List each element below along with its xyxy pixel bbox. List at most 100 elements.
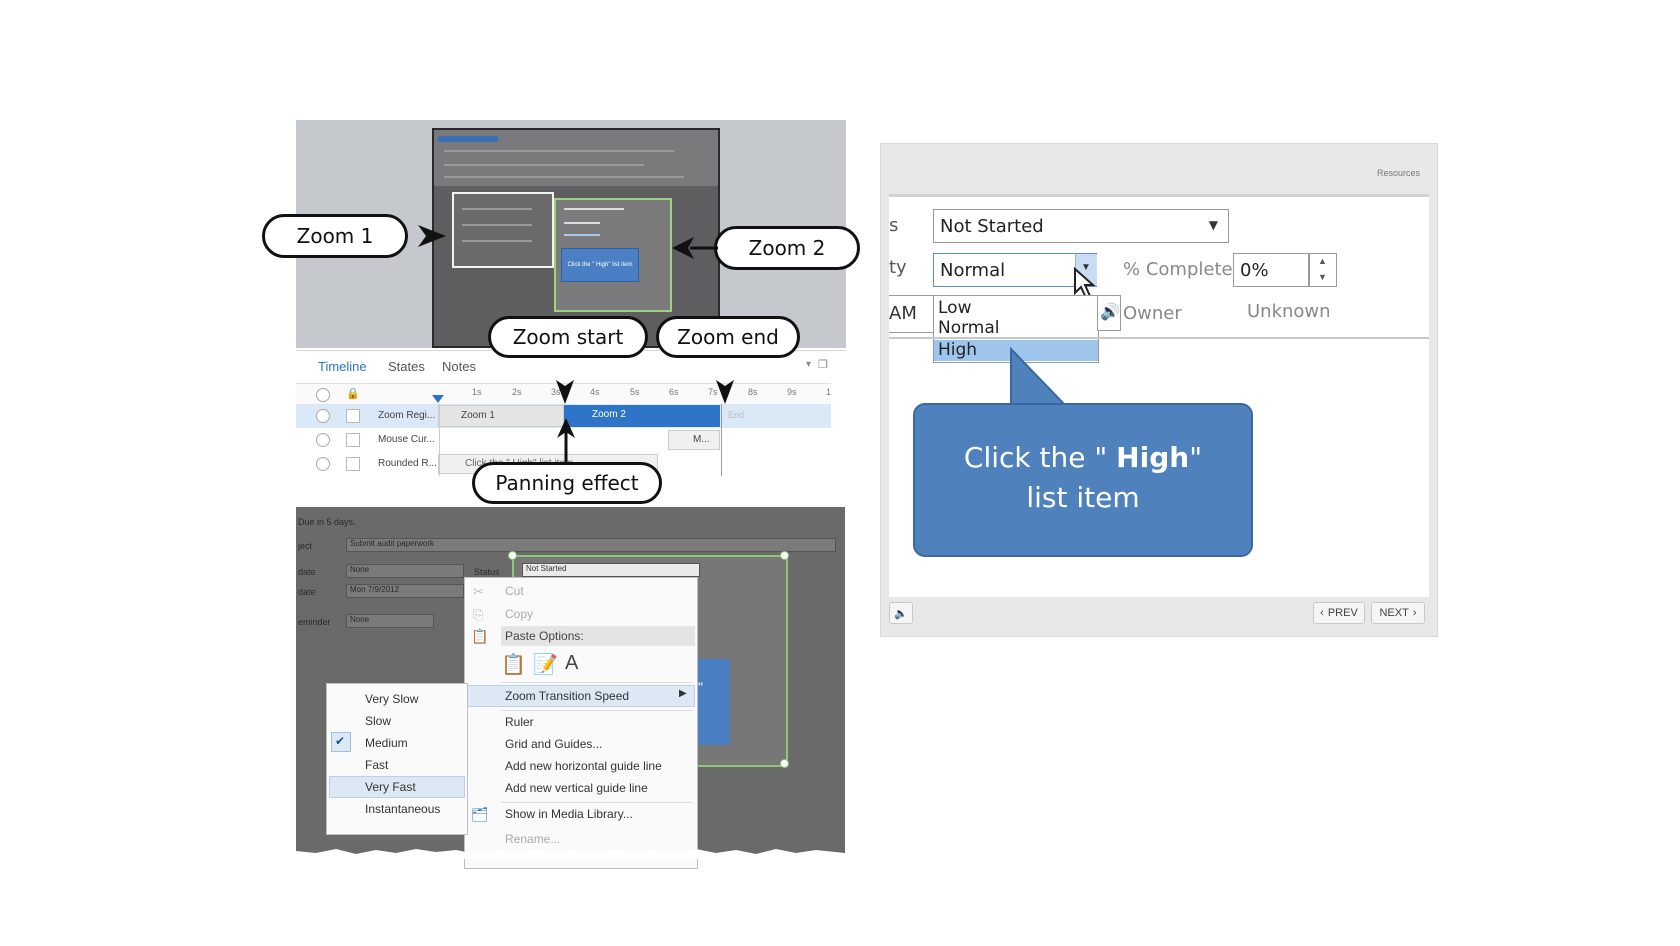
list-item-high[interactable]: High	[938, 340, 978, 360]
status-field[interactable]: Not Started	[522, 563, 700, 577]
subject-field[interactable]: Submit audit paperwork	[346, 538, 836, 552]
eye-icon[interactable]	[316, 388, 330, 402]
start-date-field[interactable]: None	[346, 564, 464, 578]
tab-notes[interactable]: Notes	[442, 359, 476, 374]
zoom-end-line	[721, 404, 722, 476]
priority-dropdown[interactable]: Normal	[933, 253, 1097, 287]
menu-item-grid-guides[interactable]: Grid and Guides...	[505, 737, 603, 751]
eye-icon[interactable]	[316, 457, 330, 471]
speaker-icon: 🔊	[1100, 304, 1120, 321]
mute-button[interactable]: 🔈	[889, 602, 913, 624]
menu-item-add-horizontal-guide[interactable]: Add new horizontal guide line	[505, 759, 662, 773]
tick-label: 7s	[708, 387, 718, 397]
percent-stepper[interactable]: ▲ ▼	[1309, 253, 1337, 287]
check-box-bg	[331, 732, 351, 752]
next-button[interactable]: NEXT ›	[1371, 602, 1425, 624]
speed-fast[interactable]: Fast	[365, 758, 389, 772]
speed-very-fast[interactable]: Very Fast	[365, 780, 416, 794]
status-dropdown[interactable]: Not Started ▼	[933, 209, 1229, 243]
resize-handle[interactable]	[780, 551, 789, 560]
submenu-highlight	[329, 776, 465, 798]
priority-listbox: Low Normal High	[933, 295, 1099, 363]
resize-handle[interactable]	[508, 551, 517, 560]
zoom-1-region[interactable]	[452, 192, 554, 268]
menu-item-copy[interactable]: Copy	[505, 607, 534, 621]
resize-handle[interactable]	[780, 759, 789, 768]
menu-paste-options: Paste Options:	[505, 629, 584, 643]
panning-effect-callout: Panning effect	[472, 462, 662, 504]
speed-instantaneous[interactable]: Instantaneous	[365, 802, 441, 816]
lock-checkbox[interactable]	[346, 457, 360, 471]
mini-ribbon-line	[444, 164, 644, 166]
zoom-1-callout: Zoom 1	[262, 214, 408, 258]
reminder-field[interactable]: None	[346, 614, 434, 628]
menu-item-add-vertical-guide[interactable]: Add new vertical guide line	[505, 781, 648, 795]
list-item-low[interactable]: Low	[938, 298, 972, 318]
speed-very-slow[interactable]: Very Slow	[365, 692, 419, 706]
reminder-sound-button[interactable]: 🔊	[1097, 295, 1121, 331]
menu-item-rename[interactable]: Rename...	[505, 832, 561, 846]
eye-icon[interactable]	[316, 409, 330, 423]
clip-label: M...	[693, 434, 710, 445]
stepper-up-icon[interactable]: ▲	[1318, 256, 1327, 266]
due-date-field[interactable]: Mon 7/9/2012	[346, 584, 464, 598]
mini-field-line	[462, 208, 532, 210]
paste-keep-format-icon[interactable]: 📋	[501, 654, 526, 676]
menu-separator	[501, 802, 693, 803]
status-dropdown-value: Not Started	[940, 215, 1044, 237]
list-item-normal[interactable]: Normal	[938, 318, 1000, 338]
cut-label-am: AM	[889, 303, 917, 324]
tick-label: 5s	[630, 387, 640, 397]
tick-label: 9s	[787, 387, 797, 397]
dropdown-arrow-icon: ▼	[1208, 218, 1218, 232]
tick-label: 2s	[512, 387, 522, 397]
mini-field-line	[564, 208, 624, 210]
dropdown-arrow-icon: ▼	[1081, 262, 1091, 273]
quote-glyph: "	[698, 679, 703, 695]
speed-slow[interactable]: Slow	[365, 714, 392, 728]
lock-checkbox[interactable]	[346, 433, 360, 447]
menu-item-cut[interactable]: Cut	[505, 584, 524, 598]
paste-text-only-icon[interactable]: A	[565, 652, 579, 674]
row-name: Mouse Cur...	[378, 434, 435, 445]
prev-label: PREV	[1327, 607, 1358, 619]
speed-medium[interactable]: Medium	[365, 736, 408, 750]
menu-item-show-media-library[interactable]: Show in Media Library...	[505, 807, 633, 821]
zoom-2-callout: Zoom 2	[714, 226, 860, 270]
lock-icon[interactable]: 🔒	[346, 388, 360, 400]
stepper-down-icon[interactable]: ▼	[1318, 272, 1327, 282]
restore-icon[interactable]: ❐	[818, 359, 828, 371]
menu-item-zoom-transition-speed[interactable]: Zoom Transition Speed	[505, 689, 630, 703]
resources-link[interactable]: Resources	[1377, 168, 1421, 178]
due-date-label: date	[298, 587, 316, 597]
zoom-start-callout: Zoom start	[488, 316, 648, 358]
prev-button[interactable]: ‹ PREV	[1313, 602, 1365, 624]
zoom-1-clip[interactable]: Zoom 1	[438, 405, 564, 427]
callout-line-1: Click the " High"	[915, 441, 1251, 474]
tab-timeline[interactable]: Timeline	[318, 359, 367, 374]
context-menu: ✂ Cut ⎘ Copy 📋 Paste Options: 📋 📝 A Zoom…	[464, 577, 698, 869]
playhead-marker[interactable]	[432, 395, 444, 405]
menu-item-ruler[interactable]: Ruler	[505, 715, 534, 729]
tick-label: 4s	[590, 387, 600, 397]
tab-states[interactable]: States	[388, 359, 425, 374]
mouse-clip[interactable]: M...	[668, 430, 720, 450]
zoom-2-arrow	[672, 237, 718, 259]
speaker-icon: 🔈	[894, 607, 908, 620]
percent-complete-value: 0%	[1240, 259, 1269, 281]
mini-field-line	[462, 240, 532, 242]
slide-area: s Not Started ▼ ty Normal ▼ Low Normal H…	[889, 194, 1429, 597]
percent-complete-input[interactable]: 0%	[1233, 253, 1309, 287]
chevron-down-icon[interactable]: ▾	[806, 359, 812, 370]
paste-merge-icon[interactable]: 📝	[533, 654, 558, 676]
mini-ribbon-line	[444, 150, 674, 152]
tick-label: 6s	[669, 387, 679, 397]
zoom-1-arrow	[418, 225, 446, 247]
lock-checkbox[interactable]	[346, 409, 360, 423]
submenu-arrow-icon: ▶	[679, 688, 687, 699]
zoom-2-clip[interactable]: Zoom 2	[564, 405, 720, 427]
status-label: Status	[474, 567, 500, 577]
eye-icon[interactable]	[316, 433, 330, 447]
timeline-row[interactable]: Mouse Cur... M...	[296, 428, 831, 452]
chevron-left-icon: ‹	[1320, 607, 1324, 619]
